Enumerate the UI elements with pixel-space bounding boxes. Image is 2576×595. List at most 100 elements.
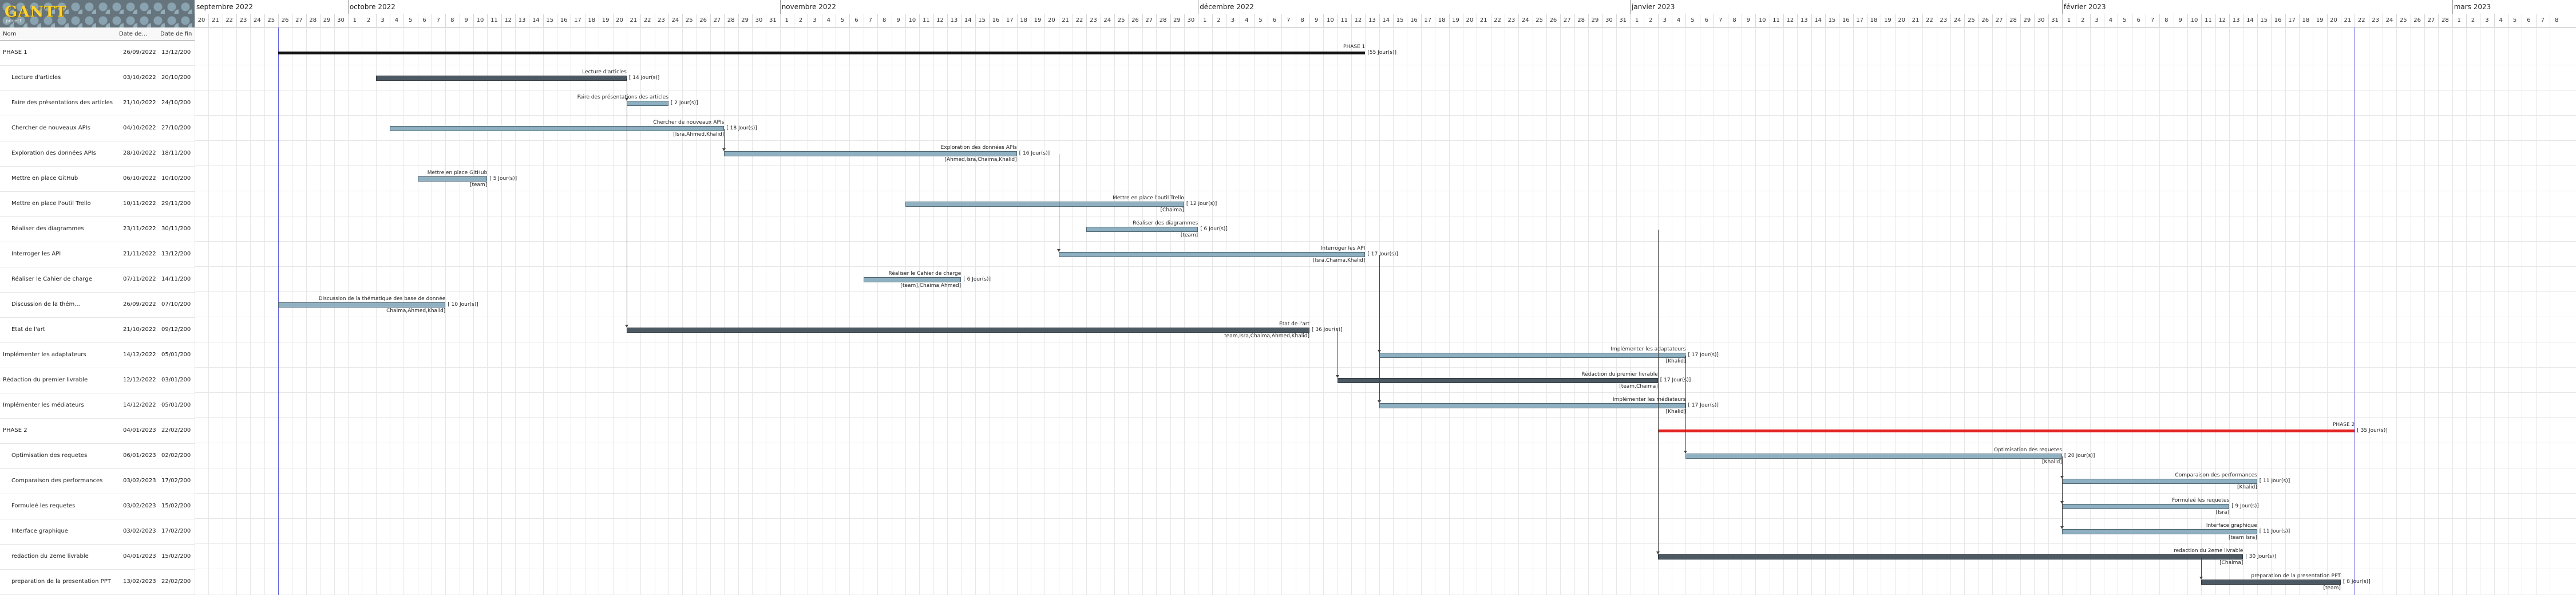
day-separator: [1560, 14, 1561, 27]
task-bar[interactable]: [389, 126, 725, 131]
task-bar[interactable]: [1337, 378, 1658, 383]
day-separator: [334, 14, 335, 27]
task-name[interactable]: Implémenter les médiateurs: [3, 402, 84, 408]
day-separator: [1518, 14, 1520, 27]
day-gridline: [779, 27, 781, 595]
task-bar[interactable]: [2201, 580, 2341, 585]
day-separator: [1044, 14, 1046, 27]
task-name[interactable]: PHASE 1: [3, 49, 27, 56]
header-end[interactable]: Date de fin: [160, 31, 192, 37]
task-bar[interactable]: [278, 52, 1366, 54]
day-label: 23: [1507, 17, 1515, 23]
day-label: 29: [1591, 17, 1599, 23]
day-label: 13: [950, 17, 958, 23]
day-gridline: [1964, 27, 1965, 595]
task-name[interactable]: Interroger les API: [11, 251, 61, 257]
month-label: octobre 2022: [349, 3, 395, 11]
day-separator: [988, 14, 990, 27]
header-start[interactable]: Date de...: [119, 31, 148, 37]
task-bar[interactable]: [724, 151, 1017, 156]
header-name[interactable]: Nom: [3, 31, 17, 37]
task-name[interactable]: Discussion de la thém...: [11, 301, 80, 308]
task-name[interactable]: Mettre en place l'outil Trello: [11, 200, 91, 207]
day-separator: [640, 14, 642, 27]
task-name[interactable]: Réaliser le Cahier de charge: [11, 276, 92, 282]
day-label: 5: [2512, 17, 2517, 23]
task-bar[interactable]: [2061, 504, 2230, 509]
task-name[interactable]: Réaliser des diagrammes: [11, 226, 84, 232]
task-name[interactable]: Chercher de nouveaux APIs: [11, 125, 90, 131]
task-bar[interactable]: [1379, 403, 1686, 408]
day-label: 29: [323, 17, 331, 23]
task-name[interactable]: Formuleé les requetes: [11, 503, 76, 509]
task-bar[interactable]: [1685, 454, 2062, 459]
task-name[interactable]: redaction du 2eme livrable: [11, 553, 89, 559]
day-separator: [668, 14, 669, 27]
day-gridline: [2424, 27, 2425, 595]
task-resources-label: [Khalid]: [1665, 409, 1686, 415]
task-resources-label: [Khalid]: [2042, 459, 2062, 465]
task-bar[interactable]: [417, 176, 488, 182]
task-bar[interactable]: [905, 202, 1184, 207]
task-name[interactable]: Faire des présentations des articles: [11, 100, 113, 106]
task-name[interactable]: Etat de l'art: [11, 326, 45, 333]
task-bar[interactable]: [278, 302, 446, 308]
task-name[interactable]: Comparaison des performances: [11, 478, 103, 484]
day-separator: [403, 14, 405, 27]
task-start-date: 06/10/2022: [123, 175, 156, 182]
day-label: 24: [671, 17, 679, 23]
task-name[interactable]: Mettre en place GitHub: [11, 175, 78, 182]
task-bar[interactable]: [626, 101, 668, 106]
task-name[interactable]: Rédaction du premier livrable: [3, 377, 88, 383]
day-label: 26: [699, 17, 707, 23]
task-bar[interactable]: [863, 277, 961, 282]
task-name[interactable]: Exploration des données APIs: [11, 150, 96, 156]
day-label: 26: [2413, 17, 2421, 23]
task-name[interactable]: PHASE 2: [3, 427, 27, 434]
task-name[interactable]: preparation de la presentation PPT: [11, 578, 111, 585]
day-gridline: [1685, 27, 1687, 595]
day-label: 31: [769, 17, 777, 23]
task-name[interactable]: Interface graphique: [11, 528, 68, 534]
task-bar[interactable]: [626, 328, 1309, 333]
task-name[interactable]: Implémenter les adaptateurs: [3, 352, 86, 358]
task-bar[interactable]: [1657, 554, 2243, 559]
task-bar[interactable]: [2061, 479, 2257, 484]
task-bar[interactable]: [1086, 227, 1198, 232]
day-label: 6: [1272, 17, 1277, 23]
task-bar-label: Lecture d'articles: [582, 69, 627, 75]
day-label: 6: [1704, 17, 1708, 23]
task-bar[interactable]: [2061, 529, 2257, 534]
task-name[interactable]: Optimisation des requetes: [11, 452, 88, 459]
task-name[interactable]: Lecture d'articles: [11, 74, 61, 81]
task-bar[interactable]: [1058, 252, 1366, 257]
day-label: 3: [2485, 17, 2489, 23]
day-label: 29: [741, 17, 749, 23]
task-bar[interactable]: [1379, 353, 1686, 358]
task-bar[interactable]: [1657, 429, 2355, 432]
day-gridline: [1811, 27, 1812, 595]
task-bar[interactable]: [375, 76, 627, 81]
